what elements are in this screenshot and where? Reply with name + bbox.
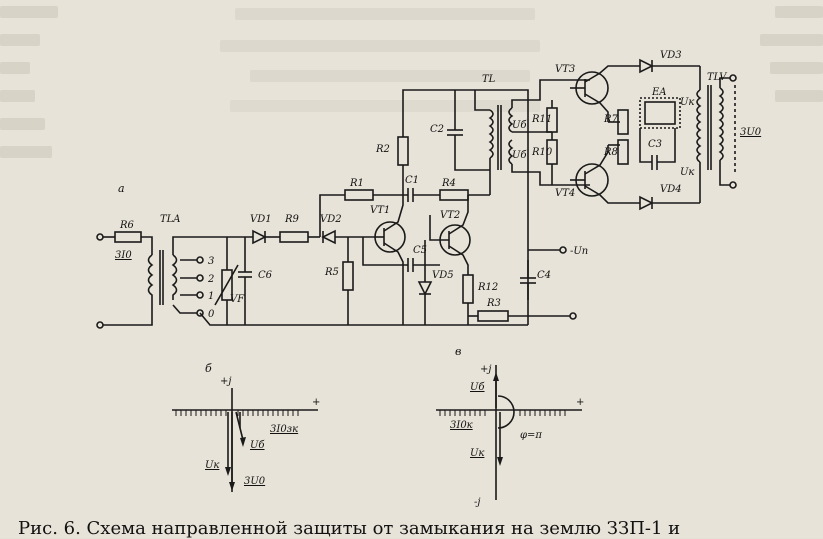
vv-i0: 3I0к: [450, 420, 473, 431]
vv-phi: φ=π: [520, 430, 542, 441]
resistor-R5: [342, 261, 354, 291]
bleed-through-text: [0, 0, 823, 190]
label-EA: EA: [651, 87, 667, 98]
label-TLV-uk-bottom: Uк: [680, 167, 694, 178]
resistor-R8: [617, 139, 629, 165]
label-R11: R11: [531, 114, 552, 125]
vb-uk: Uк: [205, 460, 219, 471]
tap-1: [196, 291, 204, 299]
resistor-R6: [114, 231, 142, 243]
diode-VD4: [639, 195, 654, 211]
label-TLA: TLA: [160, 214, 181, 225]
sublabel-b: б: [205, 362, 212, 375]
label-C4: C4: [537, 270, 551, 281]
transformer-TLV-primary: [696, 89, 702, 163]
label-VT3: VT3: [555, 64, 575, 75]
label-3U0-out: 3U0: [740, 127, 762, 138]
vb-i0: 3I0зк: [270, 424, 298, 435]
resistor-R3: [477, 310, 509, 322]
tap-label-2: 2: [207, 274, 214, 285]
tap-3: [196, 256, 204, 264]
tlv-terminal-top: [729, 74, 737, 82]
resistor-R4: [439, 189, 469, 201]
diode-VD2: [321, 229, 336, 245]
label-C5: C5: [413, 245, 427, 256]
label-VD4: VD4: [660, 184, 682, 195]
label-C1: C1: [405, 175, 419, 186]
vb-ub: Uб: [250, 440, 265, 451]
label-TL: TL: [482, 74, 496, 85]
vb-3u0: 3U0: [244, 476, 266, 487]
schematic-a: [96, 58, 737, 329]
label-VD3: VD3: [660, 50, 682, 61]
supply-terminal: [559, 246, 567, 254]
label-3I0: 3I0: [115, 250, 132, 261]
label-VD2: VD2: [320, 214, 342, 225]
vv-plus: +: [576, 397, 584, 408]
label-R6: R6: [119, 220, 135, 231]
label-TLV-uk-top: Uк: [680, 97, 694, 108]
label-R8: R8: [603, 147, 618, 158]
tap-label-1: 1: [208, 291, 214, 302]
vb-hatching: [175, 410, 299, 416]
transformer-TLA-secondary: [171, 254, 178, 300]
label-minus-Un: -Uп: [570, 246, 588, 257]
transformer-TLV-secondary: [718, 87, 724, 161]
vector-diagram-b: б +j + Uб 3I0зк: [172, 362, 320, 492]
vv-uk: Uк: [470, 448, 484, 459]
label-R9: R9: [284, 214, 300, 225]
label-R7: R7: [603, 114, 619, 125]
output-terminal: [569, 312, 577, 320]
label-C6: C6: [258, 270, 273, 281]
tap-label-0: 0: [208, 309, 215, 320]
sublabel-a: а: [118, 182, 125, 195]
resistor-R1: [344, 189, 374, 201]
vv-minus-j: -j: [474, 497, 480, 508]
label-R4: R4: [441, 178, 456, 189]
label-C3: C3: [648, 139, 662, 150]
vv-hatching: [439, 410, 566, 416]
resistor-R2: [397, 136, 409, 166]
label-C2: C2: [430, 124, 444, 135]
sublabel-v: в: [455, 345, 461, 358]
tap-2: [196, 274, 204, 282]
label-VD1: VD1: [250, 214, 272, 225]
diode-VD5: [417, 281, 433, 296]
diode-VD1: [252, 229, 267, 245]
label-R1: R1: [349, 178, 364, 189]
vv-plus-j: +j: [480, 364, 491, 375]
tlv-terminal-bottom: [729, 181, 737, 189]
label-VD5: VD5: [432, 270, 454, 281]
resistor-R9: [279, 231, 309, 243]
label-R2: R2: [375, 144, 390, 155]
label-R3: R3: [486, 298, 501, 309]
transformer-TL: [488, 109, 494, 159]
input-terminal-top: [96, 233, 104, 241]
vb-plus-j: +j: [220, 376, 231, 387]
label-R10: R10: [531, 147, 553, 158]
vb-plus: +: [312, 397, 320, 408]
label-VT1: VT1: [370, 205, 390, 216]
tap-label-3: 3: [208, 256, 214, 267]
label-VT2: VT2: [440, 210, 460, 221]
vv-ub: Uб: [470, 382, 485, 393]
figure-caption: Рис. 6. Схема направленной защиты от зам…: [18, 518, 681, 539]
labels-a: а R6 3I0 TLA 3 2 1 0 VF C6 VD1 R9 VD2 R1…: [115, 50, 762, 320]
label-R12: R12: [477, 282, 498, 293]
label-R5: R5: [324, 267, 339, 278]
relay-EA: [644, 101, 676, 125]
diode-VD3: [639, 58, 654, 74]
transformer-TLA-primary: [147, 254, 154, 300]
label-TL-ub-bottom: Uб: [512, 150, 527, 161]
vector-diagram-v: в +j + Uб 3I0к φ=π: [436, 345, 584, 508]
label-VT4: VT4: [555, 188, 575, 199]
resistor-R7: [617, 109, 629, 135]
label-VF: VF: [230, 294, 245, 305]
label-TL-ub-top: Uб: [512, 120, 527, 131]
input-terminal-bottom: [96, 321, 104, 329]
resistor-R12: [462, 274, 474, 304]
label-TLV: TLV: [707, 72, 728, 83]
